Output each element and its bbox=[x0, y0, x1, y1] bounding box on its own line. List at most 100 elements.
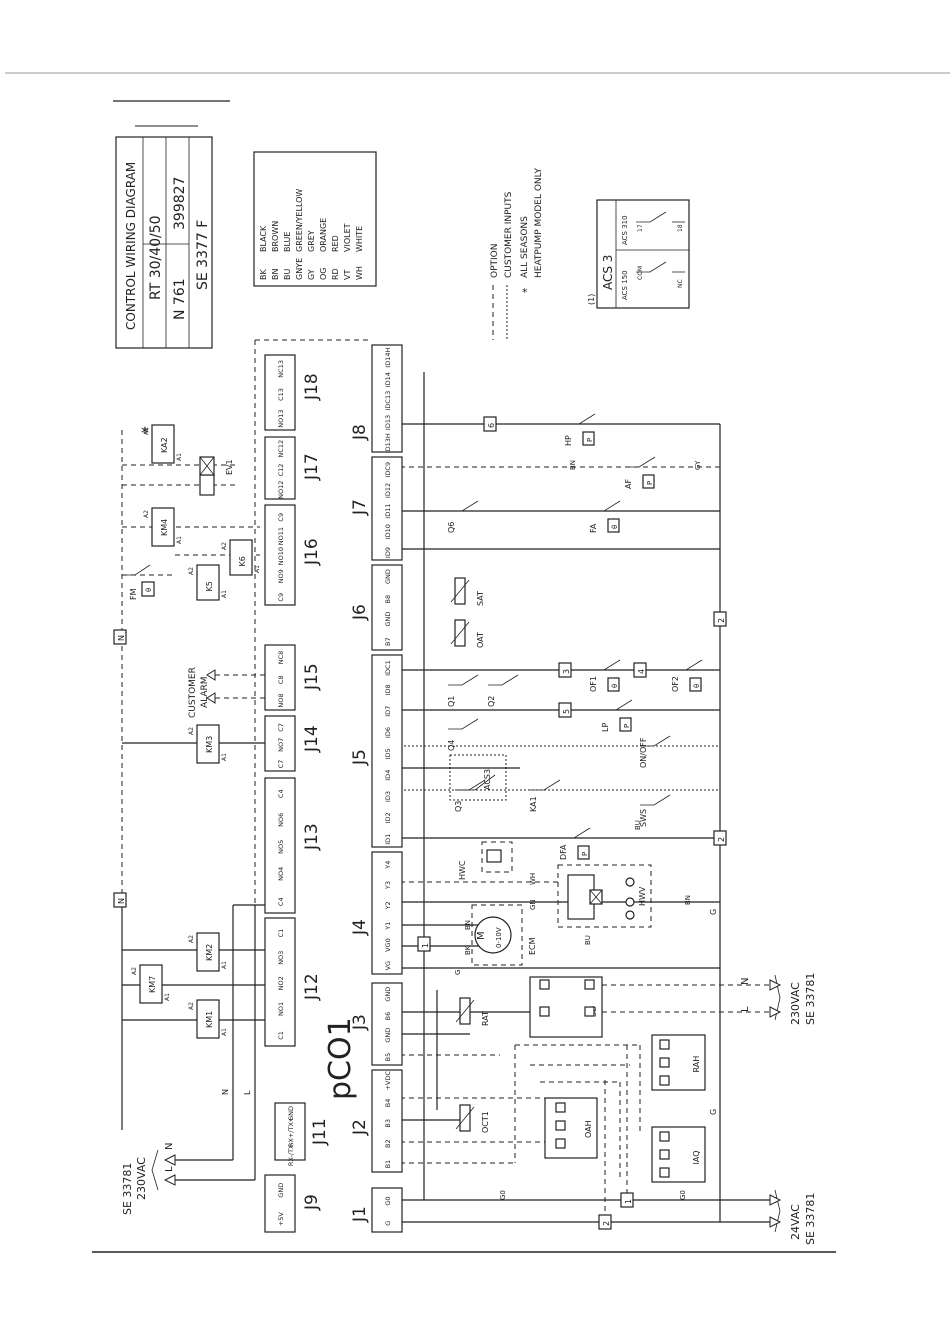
n-number: N 761 bbox=[172, 278, 188, 320]
sensor-rat: RAT bbox=[455, 997, 490, 1026]
contact-q6-label: Q6 bbox=[447, 522, 456, 533]
sensor-rah-label: RAH bbox=[692, 1056, 701, 1073]
terminal-3: 2 bbox=[713, 611, 727, 627]
model-label: RT 30/40/50 bbox=[148, 215, 164, 300]
switch-fm: θFM bbox=[122, 564, 155, 600]
contact-q2: Q2 bbox=[487, 674, 519, 707]
pin-j13-1: NO4 bbox=[277, 867, 285, 881]
pin-j7-3: ID12 bbox=[384, 483, 392, 498]
legend-star: * bbox=[522, 286, 528, 299]
pin-j4-2: Y1 bbox=[384, 922, 392, 931]
switch-of1-label: OF1 bbox=[589, 676, 598, 692]
relay-km2-a2: A2 bbox=[188, 935, 195, 943]
pin-j17-2: NC12 bbox=[277, 440, 285, 458]
pin-j12-3: NO3 bbox=[277, 951, 285, 965]
supply-right-bottom-1: 24VAC bbox=[789, 1204, 802, 1240]
wire-label-2: GN bbox=[529, 899, 537, 910]
pin-j13-4: C4 bbox=[277, 789, 285, 798]
pin-j16-2: NO10 bbox=[277, 547, 285, 565]
pin-j18-2: NC13 bbox=[277, 360, 285, 378]
pin-j2-2: B3 bbox=[384, 1119, 392, 1128]
terminal-label-8: 1 bbox=[421, 943, 430, 948]
pin-j4-3: Y2 bbox=[384, 901, 392, 910]
switch-af-label: AF bbox=[624, 479, 633, 489]
contact-q3: Q3 bbox=[454, 779, 486, 812]
relay-ka2-a1: A1 bbox=[176, 453, 183, 461]
contact-q1: Q1 bbox=[447, 674, 479, 707]
relay-km4-a1: A1 bbox=[176, 536, 183, 544]
pin-j1-0: G bbox=[384, 1221, 392, 1226]
acs150-label: ACS 150 bbox=[621, 270, 629, 300]
ev1-label: EV1 bbox=[225, 459, 234, 475]
svg-text:N: N bbox=[740, 978, 751, 985]
legend-name-bn: BROWN bbox=[271, 221, 280, 252]
relay-km3-a1: A1 bbox=[221, 753, 228, 761]
title-block: CONTROL WIRING DIAGRAM RT 30/40/50 N 761… bbox=[115, 136, 213, 349]
pin-j16-3: NO11 bbox=[277, 527, 285, 545]
motor-m: M bbox=[476, 931, 487, 940]
relay-km1-label: KM1 bbox=[205, 1011, 214, 1028]
connector-label-j8: J8 bbox=[350, 424, 370, 441]
wire-label-9: G bbox=[454, 970, 462, 975]
pin-j11-2: GND bbox=[287, 1106, 295, 1121]
switch-dfa-box: P bbox=[581, 852, 589, 856]
relay-ka2-a2: A2 bbox=[143, 427, 150, 435]
pin-j15-1: C8 bbox=[277, 675, 285, 684]
connector-label-j7: J7 bbox=[350, 499, 370, 516]
pin-j8-3: ID14 bbox=[384, 372, 392, 387]
terminal-label-2: 2 bbox=[717, 837, 726, 842]
wire-label-0: BN bbox=[464, 920, 472, 930]
valve-ev1: EV1 bbox=[199, 456, 234, 496]
wire-label-1: BK bbox=[464, 945, 472, 955]
sensor-rah: RAH bbox=[651, 1034, 706, 1091]
relay-k5-a1: A1 bbox=[221, 590, 228, 598]
pin-j5-3: ID4 bbox=[384, 770, 392, 781]
legend-name-gy: GREY bbox=[307, 230, 316, 252]
terminal-label-9: N bbox=[117, 635, 126, 641]
pin-j18-1: C13 bbox=[277, 388, 285, 401]
wire-label-5: WH bbox=[529, 873, 537, 885]
color-legend: BKBLACKBNBROWNBUBLUEGNYEGREEN/YELLOWGYGR… bbox=[253, 151, 377, 287]
pin-j4-1: VG0 bbox=[384, 938, 392, 952]
pin-j13-2: NO5 bbox=[277, 840, 285, 854]
relay-km2-label: KM2 bbox=[205, 944, 214, 961]
switch-hp: PHP bbox=[564, 413, 596, 446]
terminal-1: 2 bbox=[598, 1214, 612, 1230]
svg-text:NC: NC bbox=[677, 279, 684, 288]
pin-j9-0: +5V bbox=[277, 1212, 285, 1227]
contact-q4: Q4 bbox=[447, 718, 479, 751]
contact-q2-label: Q2 bbox=[487, 696, 496, 707]
pin-j6-0: B7 bbox=[384, 637, 392, 646]
ecm-label: ECM bbox=[528, 937, 537, 955]
relay-k5-a2: A2 bbox=[188, 567, 195, 575]
pin-j8-4: ID14H bbox=[384, 348, 392, 368]
legend-name-gnye: GREEN/YELLOW bbox=[295, 189, 304, 252]
contact-q4-label: Q4 bbox=[447, 740, 456, 751]
pin-j6-1: GND bbox=[384, 612, 392, 627]
connector-label-j12: J12 bbox=[302, 973, 322, 1001]
connector-label-j6: J6 bbox=[350, 604, 370, 621]
sensor-oah: OAH bbox=[544, 1097, 598, 1159]
pin-j2-3: B4 bbox=[384, 1099, 392, 1108]
supply-top-left-2: 230VAC bbox=[135, 1157, 148, 1200]
legend-name-bu: BLUE bbox=[283, 232, 292, 252]
devices-layer: KM1A2A1KM7A2A1KM2A2A1KM3A2A1K5A2A1K6A2A1… bbox=[122, 413, 706, 1183]
sensor-oat-label: OAT bbox=[476, 632, 485, 648]
switch-of2-label: OF2 bbox=[671, 676, 680, 692]
pin-j3-2: B6 bbox=[384, 1012, 392, 1021]
pin-j5-1: ID2 bbox=[384, 812, 392, 823]
pin-j7-0: ID9 bbox=[384, 547, 392, 558]
sensor-rat-label: RAT bbox=[481, 1011, 490, 1026]
svg-text:18: 18 bbox=[677, 224, 684, 232]
